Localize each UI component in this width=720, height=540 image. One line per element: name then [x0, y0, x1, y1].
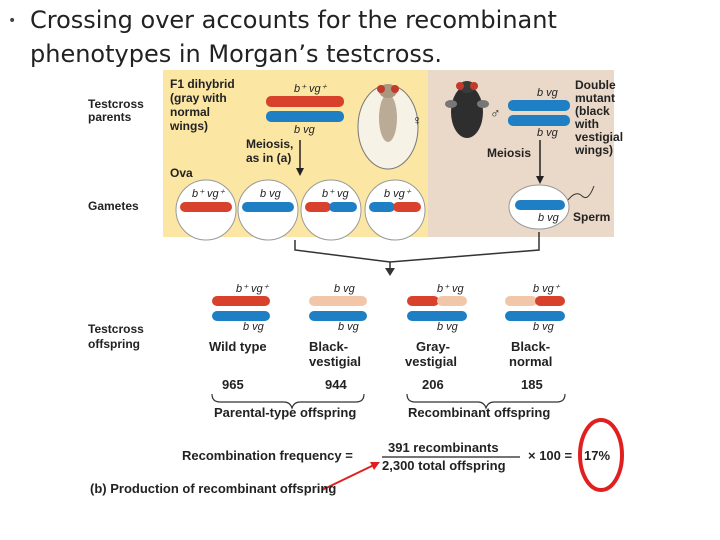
ovum-3: b⁺ vg: [300, 179, 362, 241]
recombinant-group-label: Recombinant offspring: [408, 405, 550, 420]
offspring-4-bottom-label: b vg: [533, 321, 555, 333]
dm-bottom-chrom-label: b vg: [537, 127, 559, 139]
male-symbol: ♂: [490, 105, 501, 121]
highlight-arrowhead: [370, 462, 380, 470]
dm-top-chromosome: [508, 100, 570, 111]
phenotype-2-line-1: Black-: [309, 339, 348, 354]
ovum-2-chromosome: [242, 202, 294, 212]
equation-denominator: 2,300 total offspring: [382, 458, 506, 473]
dm-text-3: (black: [575, 104, 610, 118]
sperm-tail: [567, 185, 595, 201]
f1-bottom-chromosome: [266, 111, 344, 122]
offspring-1-top-label: b⁺ vg⁺: [236, 283, 270, 295]
sperm-chrom-label: b vg: [538, 212, 560, 224]
phenotype-4-line-2: normal: [509, 354, 552, 369]
count-4: 185: [521, 377, 543, 392]
sperm-cell: b vg: [508, 184, 595, 230]
equation-label: Recombination frequency =: [182, 448, 353, 463]
ovum-3-chromosome-b: [329, 202, 357, 212]
f1-text-4: wings): [169, 119, 208, 133]
count-2: 944: [325, 377, 347, 392]
female-symbol: ♀: [412, 112, 423, 128]
ovum-1-chromosome: [180, 202, 232, 212]
phenotype-1-line-1: Wild type: [209, 339, 267, 354]
parental-group-label: Parental-type offspring: [214, 405, 356, 420]
dm-text-4: with: [574, 117, 599, 131]
ovum-1: b⁺ vg⁺: [175, 179, 237, 241]
phenotype-3-line-1: Gray-: [416, 339, 450, 354]
testcross-offspring-label-1: Testcross: [88, 322, 144, 336]
slide-title-line-2: phenotypes in Morgan’s testcross.: [30, 40, 443, 68]
ovum-3-chromosome-a: [305, 202, 331, 212]
result-highlight-circle: [578, 418, 624, 492]
testcross-parents-label-1: Testcross: [88, 97, 144, 111]
merge-arrowhead: [385, 268, 395, 276]
offspring-2-chromosomes: b vg b vg: [309, 283, 367, 333]
slide-title-line-1: Crossing over accounts for the recombina…: [30, 6, 557, 34]
equation-times: × 100 =: [528, 448, 573, 463]
ovum-4: b vg⁺: [364, 179, 426, 241]
f1-bottom-chrom-label: b vg: [294, 124, 316, 136]
sperm-chromosome: [515, 200, 565, 210]
highlight-arrow: [321, 463, 377, 491]
meiosis-right-label: Meiosis: [487, 146, 531, 160]
offspring-1-bottom-label: b vg: [243, 321, 265, 333]
sperm-label: Sperm: [573, 210, 610, 224]
offspring-1-chromosomes: b⁺ vg⁺ b vg: [212, 283, 270, 333]
ovum-2-label: b vg: [260, 188, 282, 200]
offspring-3-chromosomes: b⁺ vg b vg: [407, 283, 467, 333]
dm-text-6: wings): [574, 143, 613, 157]
meiosis-left-1: Meiosis,: [246, 137, 293, 151]
gametes-label: Gametes: [88, 199, 139, 213]
offspring-4-top-label: b vg⁺: [533, 283, 561, 295]
phenotype-4-line-1: Black-: [511, 339, 550, 354]
f1-text-2: (gray with: [170, 91, 227, 105]
ovum-4-chromosome-a: [369, 202, 395, 212]
offspring-4-chromosomes: b vg⁺ b vg: [505, 283, 565, 333]
female-fly-image: [357, 84, 419, 170]
meiosis-left-2: as in (a): [246, 151, 291, 165]
parental-bracket: [211, 393, 365, 410]
ovum-2: b vg: [237, 179, 299, 241]
f1-top-chrom-label: b⁺ vg⁺: [294, 83, 328, 95]
dm-text-2: mutant: [575, 91, 615, 105]
f1-text-3: normal: [170, 105, 210, 119]
offspring-2-bottom-label: b vg: [338, 321, 360, 333]
equation-numerator: 391 recombinants: [388, 440, 499, 455]
phenotype-3-line-2: vestigial: [405, 354, 457, 369]
testcross-offspring-label-2: offspring: [88, 337, 140, 351]
ovum-1-label: b⁺ vg⁺: [192, 188, 226, 200]
f1-top-chromosome: [266, 96, 344, 107]
dm-bottom-chromosome: [508, 115, 570, 126]
male-fly-image: [445, 81, 489, 138]
dm-text-1: Double: [575, 78, 616, 92]
ovum-4-chromosome-b: [393, 202, 421, 212]
count-3: 206: [422, 377, 444, 392]
dm-text-5: vestigial: [575, 130, 623, 144]
merge-right-line: [389, 232, 540, 263]
equation-result: 17%: [584, 448, 610, 463]
ovum-3-label: b⁺ vg: [322, 188, 349, 200]
recombinant-bracket: [406, 393, 566, 410]
dm-top-chrom-label: b vg: [537, 87, 559, 99]
offspring-2-top-label: b vg: [334, 283, 356, 295]
testcross-parents-label-2: parents: [88, 110, 132, 124]
ovum-4-label: b vg⁺: [384, 188, 412, 200]
title-bullet: •: [8, 13, 17, 29]
offspring-3-bottom-label: b vg: [437, 321, 459, 333]
merge-left-line: [294, 240, 391, 263]
ova-label: Ova: [170, 166, 193, 180]
offspring-3-top-label: b⁺ vg: [437, 283, 464, 295]
phenotype-2-line-2: vestigial: [309, 354, 361, 369]
count-1: 965: [222, 377, 244, 392]
f1-text-1: F1 dihybrid: [170, 77, 235, 91]
figure-caption: (b) Production of recombinant offspring: [90, 481, 336, 496]
